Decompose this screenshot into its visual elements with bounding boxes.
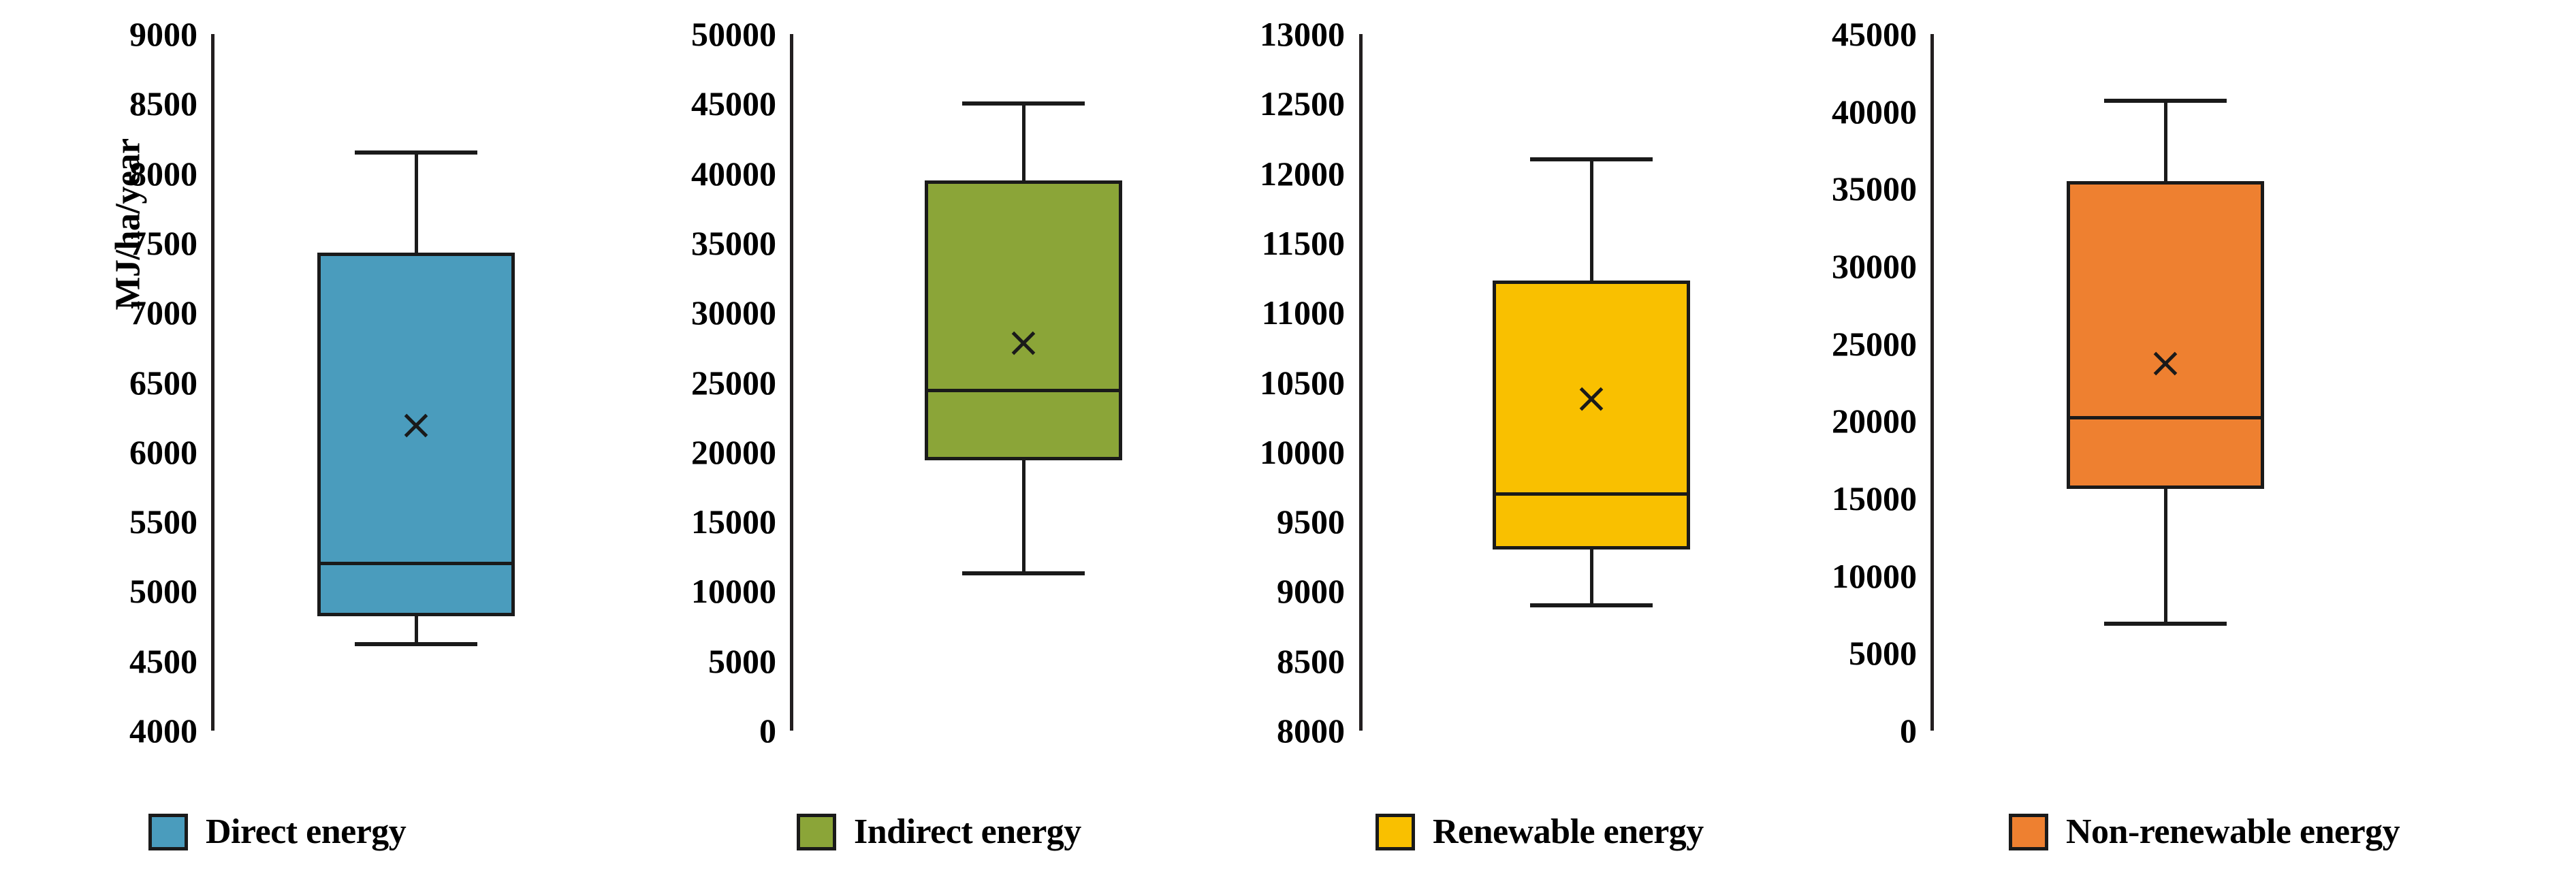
y-axis-tick-label: 12000 [1260, 154, 1345, 193]
y-axis-tick-label: 40000 [1832, 92, 1917, 131]
whisker-lower-cap [2104, 622, 2227, 626]
median-line [2067, 416, 2264, 420]
legend-label: Renewable energy [1433, 812, 1704, 851]
y-axis-tick-label: 7000 [129, 293, 197, 332]
whisker-lower-stem [1021, 460, 1025, 573]
y-axis-tick-label: 8000 [129, 154, 197, 193]
y-axis-tick-label: 25000 [1832, 324, 1917, 363]
legend-item-indirect-energy[interactable]: Indirect energy [797, 812, 1081, 852]
y-axis-tick-label: 4000 [129, 712, 197, 750]
panel-direct-energy: 9000 8500 8000 7500 7000 6500 6000 5500 5000 4500… [0, 0, 2576, 769]
y-axis-tick-label: 6000 [129, 432, 197, 471]
legend-label: Non-renewable energy [2066, 812, 2400, 851]
whisker-lower-cap [1530, 603, 1653, 607]
y-axis-tick-label: 12500 [1260, 84, 1345, 123]
whisker-upper-stem [414, 152, 418, 253]
y-axis-tick-labels: 9000 8500 8000 7500 7000 6500 6000 5500 5000 4500… [0, 0, 197, 769]
whisker-lower-cap [962, 571, 1085, 575]
legend-swatch-icon [148, 813, 188, 850]
median-line [925, 389, 1122, 393]
y-axis-tick-label: 8500 [1277, 641, 1345, 680]
y-axis-tick-label: 7500 [129, 223, 197, 262]
y-axis-tick-label: 9500 [1277, 503, 1345, 541]
y-axis-tick-label: 15000 [1832, 479, 1917, 517]
whisker-upper-stem [1589, 159, 1593, 281]
median-line [317, 561, 515, 565]
legend-label: Indirect energy [854, 812, 1081, 851]
chart-legend: Direct energy Indirect energy Renewable en… [0, 805, 2576, 887]
y-axis-tick-label: 45000 [1832, 15, 1917, 53]
whisker-upper-cap [1530, 157, 1653, 162]
median-line [1493, 492, 1690, 496]
y-axis-tick-label: 11000 [1261, 293, 1345, 332]
y-axis-tick-label: 30000 [1832, 247, 1917, 285]
whisker-lower-stem [414, 616, 418, 645]
y-axis-tick-label: 11500 [1261, 223, 1345, 262]
y-axis-line [1359, 34, 1363, 731]
box-iqr [1493, 281, 1690, 550]
legend-swatch-icon [797, 813, 836, 850]
mean-marker [2150, 349, 2180, 379]
y-axis-tick-label: 25000 [691, 363, 776, 402]
y-axis-tick-label: 10000 [691, 572, 776, 611]
y-axis-tick-label: 5000 [129, 572, 197, 611]
y-axis-tick-label: 4500 [129, 641, 197, 680]
whisker-lower-stem [1589, 549, 1593, 605]
y-axis-tick-label: 13000 [1260, 15, 1345, 53]
y-axis-line [790, 34, 793, 731]
y-axis-tick-label: 15000 [691, 503, 776, 541]
legend-swatch-icon [1376, 813, 1415, 850]
y-axis-tick-labels: 13000 12500 12000 11500 11000 10500 10000 9500 9… [0, 0, 1345, 769]
legend-item-direct-energy[interactable]: Direct energy [148, 812, 407, 852]
y-axis-tick-label: 35000 [1832, 170, 1917, 208]
y-axis-tick-label: 10500 [1260, 363, 1345, 402]
y-axis-tick-label: 8500 [129, 84, 197, 123]
y-axis-tick-label: 20000 [691, 432, 776, 471]
y-axis-tick-label: 5000 [1849, 634, 1917, 673]
y-axis-tick-label: 5000 [708, 641, 776, 680]
y-axis-tick-label: 35000 [691, 223, 776, 262]
y-axis-tick-label: 0 [1900, 712, 1917, 750]
y-axis-tick-label: 40000 [691, 154, 776, 193]
legend-swatch-icon [2009, 813, 2048, 850]
legend-label: Direct energy [206, 812, 407, 851]
y-axis-tick-label: 30000 [691, 293, 776, 332]
y-axis-tick-label: 10000 [1832, 556, 1917, 595]
whisker-lower-cap [355, 642, 477, 647]
whisker-upper-cap [962, 101, 1085, 106]
y-axis-tick-label: 45000 [691, 84, 776, 123]
legend-item-renewable-energy[interactable]: Renewable energy [1376, 812, 1704, 852]
whisker-upper-cap [355, 150, 477, 155]
box-iqr [2067, 180, 2264, 490]
whisker-upper-stem [2163, 100, 2167, 181]
y-axis-tick-labels: 45000 40000 35000 30000 25000 20000 15000 10000… [1832, 15, 1917, 750]
y-axis-tick-label: 8000 [1277, 712, 1345, 750]
legend-item-non-renewable-energy[interactable]: Non-renewable energy [2009, 812, 2400, 852]
panel-renewable-energy: 13000 12500 12000 11500 11000 10500 10000 9500 9… [0, 0, 2576, 769]
y-axis-tick-label: 5500 [129, 503, 197, 541]
y-axis-tick-label: 20000 [1832, 402, 1917, 441]
y-axis-tick-label: 50000 [691, 15, 776, 53]
whisker-upper-cap [2104, 98, 2227, 103]
y-axis-tick-label: 10000 [1260, 432, 1345, 471]
y-axis-tick-label: 0 [759, 712, 776, 750]
y-axis-tick-label: 6500 [129, 363, 197, 402]
y-axis-tick-label: 9000 [129, 15, 197, 53]
box-iqr [925, 180, 1122, 461]
y-axis-tick-label: 9000 [1277, 572, 1345, 611]
whisker-upper-stem [1021, 103, 1025, 180]
y-axis-line [211, 34, 214, 731]
whisker-lower-stem [2163, 489, 2167, 624]
y-axis-line [1930, 34, 1934, 731]
